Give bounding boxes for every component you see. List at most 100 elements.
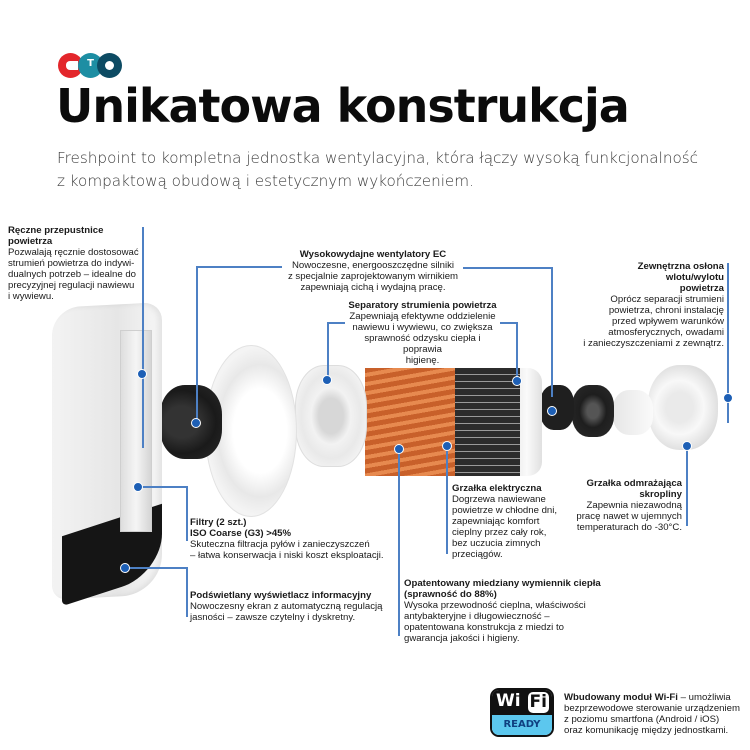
leader-line-sep-left-v (327, 322, 329, 377)
callout-dampers: Ręczne przepustnice powietrza Pozwalają … (8, 225, 140, 302)
callout-line: strumień powietrza do indywi- (8, 258, 135, 269)
copper-exchanger-image (365, 368, 455, 476)
callout-display-title: Podświetlany wyświetlacz informacyjny (190, 590, 372, 601)
callout-line: Dogrzewa nawiewane (452, 494, 546, 505)
callout-line: sprawność odzysku ciepła i poprawia (364, 333, 481, 355)
callout-line: antybakteryjne i długowieczność – (404, 611, 550, 622)
callout-line: z specjalnie zaprojektowanym wirnikiem (287, 271, 459, 282)
callout-outer-cover-title: Zewnętrzna osłona wlotu/wylotu (637, 261, 724, 283)
brand-logo: T (58, 53, 122, 79)
leader-line-defrost (686, 444, 688, 526)
callout-line: – umożliwia (677, 692, 731, 703)
subtitle-line-2: z kompaktową obudową i estetycznym wykoń… (57, 172, 474, 190)
ec-fan-housing-image (572, 385, 614, 437)
callout-defrost-title-2: skropliny (639, 489, 682, 500)
callout-line: dualnych potrzeb – idealne do (8, 269, 137, 280)
callout-line: powietrze w chłodne dni, (452, 505, 558, 516)
callout-outer-cover-title-2: powietrza (679, 283, 724, 294)
callout-filters: Filtry (2 szt.) ISO Coarse (G3) >45% Sku… (190, 517, 400, 561)
wifi-badge-top: Wi Fi (492, 690, 552, 715)
filter-slot-image (120, 330, 152, 532)
leader-dot-display (120, 563, 130, 573)
leader-line-dampers (142, 227, 144, 448)
callout-wifi-first-line: Wbudowany moduł Wi-Fi – umożliwia (564, 692, 749, 703)
callout-heater: Grzałka elektryczna Dogrzewa nawiewane p… (452, 483, 562, 560)
callout-wifi: Wbudowany moduł Wi-Fi – umożliwia bezprz… (564, 692, 749, 736)
leader-line-outer-cover (727, 263, 729, 423)
leader-dot-ec-fans-outer (547, 406, 557, 416)
callout-filters-title: Filtry (2 szt.) (190, 517, 247, 528)
callout-exchanger-efficiency: (sprawność do 88%) (404, 589, 497, 600)
callout-line: i wywiewu. (8, 291, 54, 302)
leader-dot-dampers (137, 369, 147, 379)
leader-line-sep-right-v (516, 322, 518, 378)
callout-line: z poziomu smartfona (Android / iOS) (564, 714, 720, 725)
callout-line: Nowoczesny ekran z automatyczną regulacj… (190, 601, 383, 612)
callout-separators-title: Separatory strumienia powietrza (348, 300, 497, 311)
callout-outer-cover: Zewnętrzna osłona wlotu/wylotu powietrza… (582, 261, 724, 349)
wifi-badge-wi: Wi (496, 691, 521, 711)
leader-line-ec-fans-h2 (463, 267, 552, 269)
subtitle-line-1: Freshpoint to kompletna jednostka wentyl… (57, 149, 699, 167)
callout-line: przeciągów. (452, 549, 503, 560)
callout-line: przed wpływem warunków (612, 316, 724, 327)
callout-line: oraz komunikację między jednostkami. (564, 725, 729, 736)
callout-line: bez uczucia zimnych (452, 538, 541, 549)
callout-line: Skuteczna filtracja pyłów i zanieczyszcz… (190, 539, 370, 550)
leader-dot-ec-fans-inner (191, 418, 201, 428)
callout-line: nawiewu i wywiewu, co zwiększa (352, 322, 493, 333)
leader-line-display-v (186, 567, 188, 617)
callout-defrost-heater: Grzałka odmrażająca skropliny Zapewnia n… (570, 478, 682, 533)
callout-line: – łatwa konserwacja i niski koszt eksplo… (190, 550, 384, 561)
callout-line: cieplny przez cały rok, (452, 527, 547, 538)
callout-line: pracę nawet w ujemnych (576, 511, 682, 522)
leader-line-display-h (124, 567, 186, 569)
callout-line: bezprzewodowe sterowanie urządzeniem (564, 703, 740, 714)
callout-display: Podświetlany wyświetlacz informacyjny No… (190, 590, 400, 623)
leader-dot-sep-right (512, 376, 522, 386)
callout-line: Oprócz separacji strumieni (610, 294, 724, 305)
leader-line-sep-right-h (500, 322, 516, 324)
callout-line: gwarancja jakości i higieny. (404, 633, 520, 644)
leader-line-filters-h (137, 486, 187, 488)
callout-line: powietrza, chroni instalację (608, 305, 724, 316)
page-subtitle: Freshpoint to kompletna jednostka wentyl… (57, 147, 747, 193)
logo-letter-o (97, 53, 122, 78)
leader-line-heater (446, 444, 448, 554)
callout-separators: Separatory strumienia powietrza Zapewnia… (345, 300, 500, 366)
callout-line: zapewniają cichą i wydajną pracę. (300, 282, 446, 293)
leader-line-ec-fans-v2 (551, 267, 553, 397)
leader-dot-sep-left (322, 375, 332, 385)
callout-exchanger-title: Opatentowany miedziany wymiennik ciepła (404, 578, 601, 589)
page-title: Unikatowa konstrukcja (56, 79, 630, 133)
callout-wifi-title: Wbudowany moduł Wi-Fi (564, 692, 678, 703)
leader-dot-defrost (682, 441, 692, 451)
callout-line: atmosferycznych, owadami (608, 327, 724, 338)
callout-line: temperaturach do -30°C. (576, 522, 682, 533)
callout-line: Wysoka przewodność cieplna, właściwości (404, 600, 586, 611)
callout-line: precyzyjnej regulacji nawiewu (8, 280, 135, 291)
callout-ec-fans-title: Wysokowydajne wentylatory EC (299, 249, 447, 260)
callout-dampers-title: Ręczne przepustnice powietrza (8, 225, 104, 247)
wifi-badge-ready: READY (492, 715, 552, 735)
callout-heater-title: Grzałka elektryczna (452, 483, 542, 494)
callout-line: zapewniając komfort (452, 516, 540, 527)
leader-line-sep-left-h (327, 322, 345, 324)
callout-line: i zanieczyszczeniami z zewnątrz. (583, 338, 724, 349)
leader-line-ec-fans-v (196, 266, 198, 422)
leader-dot-filters (133, 482, 143, 492)
ec-fan-rotor-image (540, 385, 574, 430)
wifi-badge-fi: Fi (527, 692, 549, 713)
callout-line: Nowoczesne, energooszczędne silniki (291, 260, 455, 271)
callout-line: jasności – zawsze czytelny i dyskretny. (190, 612, 356, 623)
connector-tube-image (613, 390, 653, 435)
callout-line: higienę. (405, 355, 440, 366)
callout-ec-fans: Wysokowydajne wentylatory EC Nowoczesne,… (280, 249, 466, 293)
outer-cover-image (648, 365, 718, 450)
leader-line-exchanger (398, 448, 400, 636)
leader-line-ec-fans-h (196, 266, 282, 268)
callout-defrost-title: Grzałka odmrażająca (586, 478, 682, 489)
callout-line: Pozwalają ręcznie dostosować (8, 247, 139, 258)
callout-exchanger: Opatentowany miedziany wymiennik ciepła … (404, 578, 604, 644)
callout-line: opatentowana konstrukcja z miedzi to (404, 622, 564, 633)
